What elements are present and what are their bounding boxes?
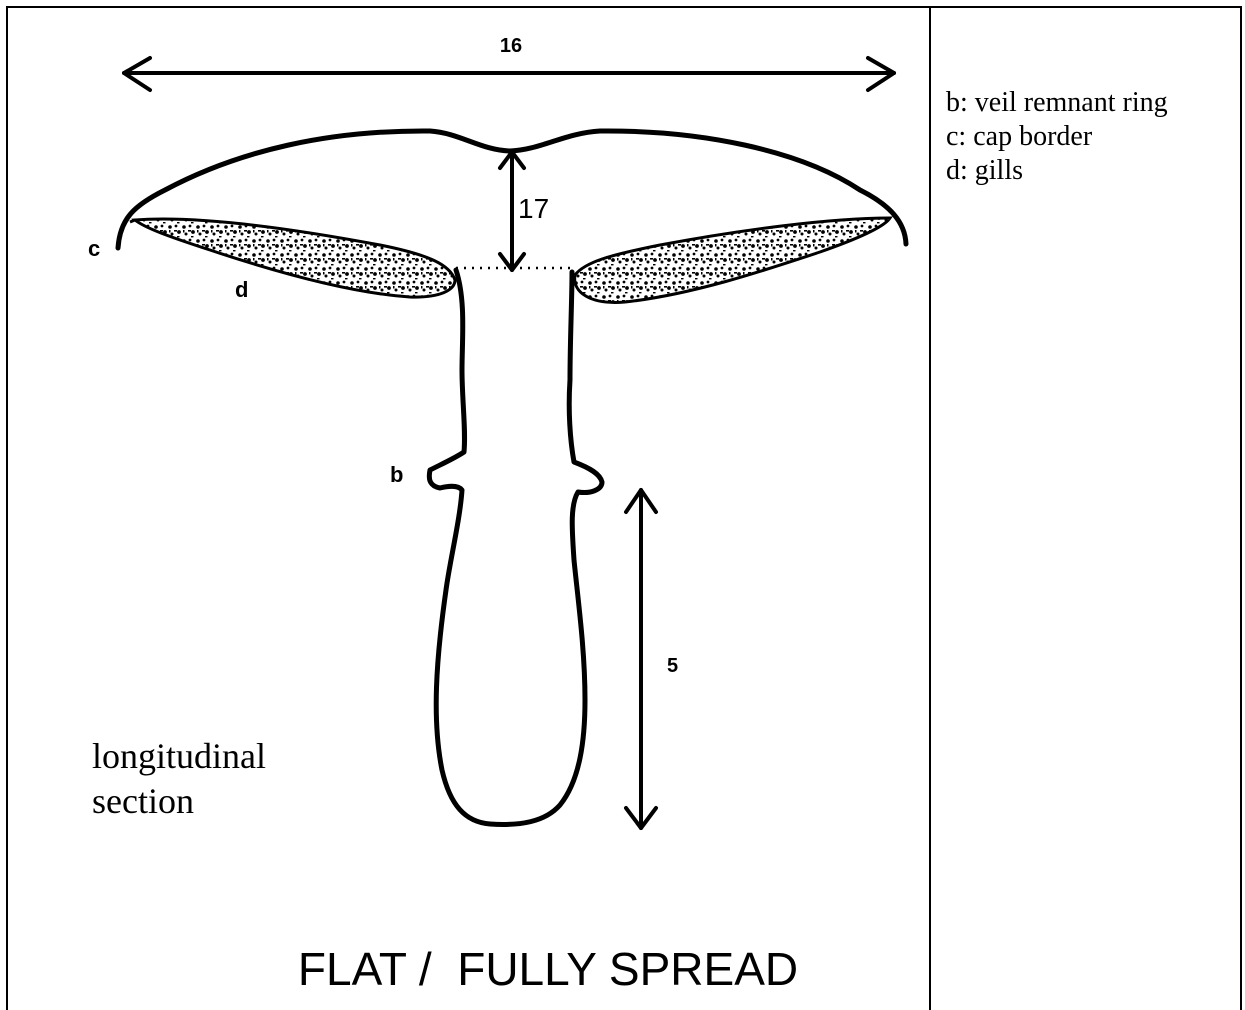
stem-length-arrow [626,490,656,828]
legend-item-b: b: veil remnant ring [946,86,1168,120]
legend-item-c: c: cap border [946,120,1168,154]
stem-outline [429,270,602,824]
cap-depth-label: 17 [518,193,549,224]
gills-right [575,218,890,302]
marker-c: c [88,236,100,261]
section-label-line2: section [92,781,194,821]
marker-b: b [390,462,403,487]
legend-item-d: d: gills [946,154,1168,188]
stem-measure-label: 5 [667,655,678,677]
marker-d: d [235,277,248,302]
legend-list: b: veil remnant ring c: cap border d: gi… [946,86,1168,188]
gills-left [135,219,455,297]
width-measure-label: 16 [500,35,522,57]
section-label-line1: longitudinal [92,736,266,776]
width-arrow [124,58,894,90]
stage-title: FLAT / FULLY SPREAD [298,943,798,995]
cap-underside-left [130,220,135,222]
